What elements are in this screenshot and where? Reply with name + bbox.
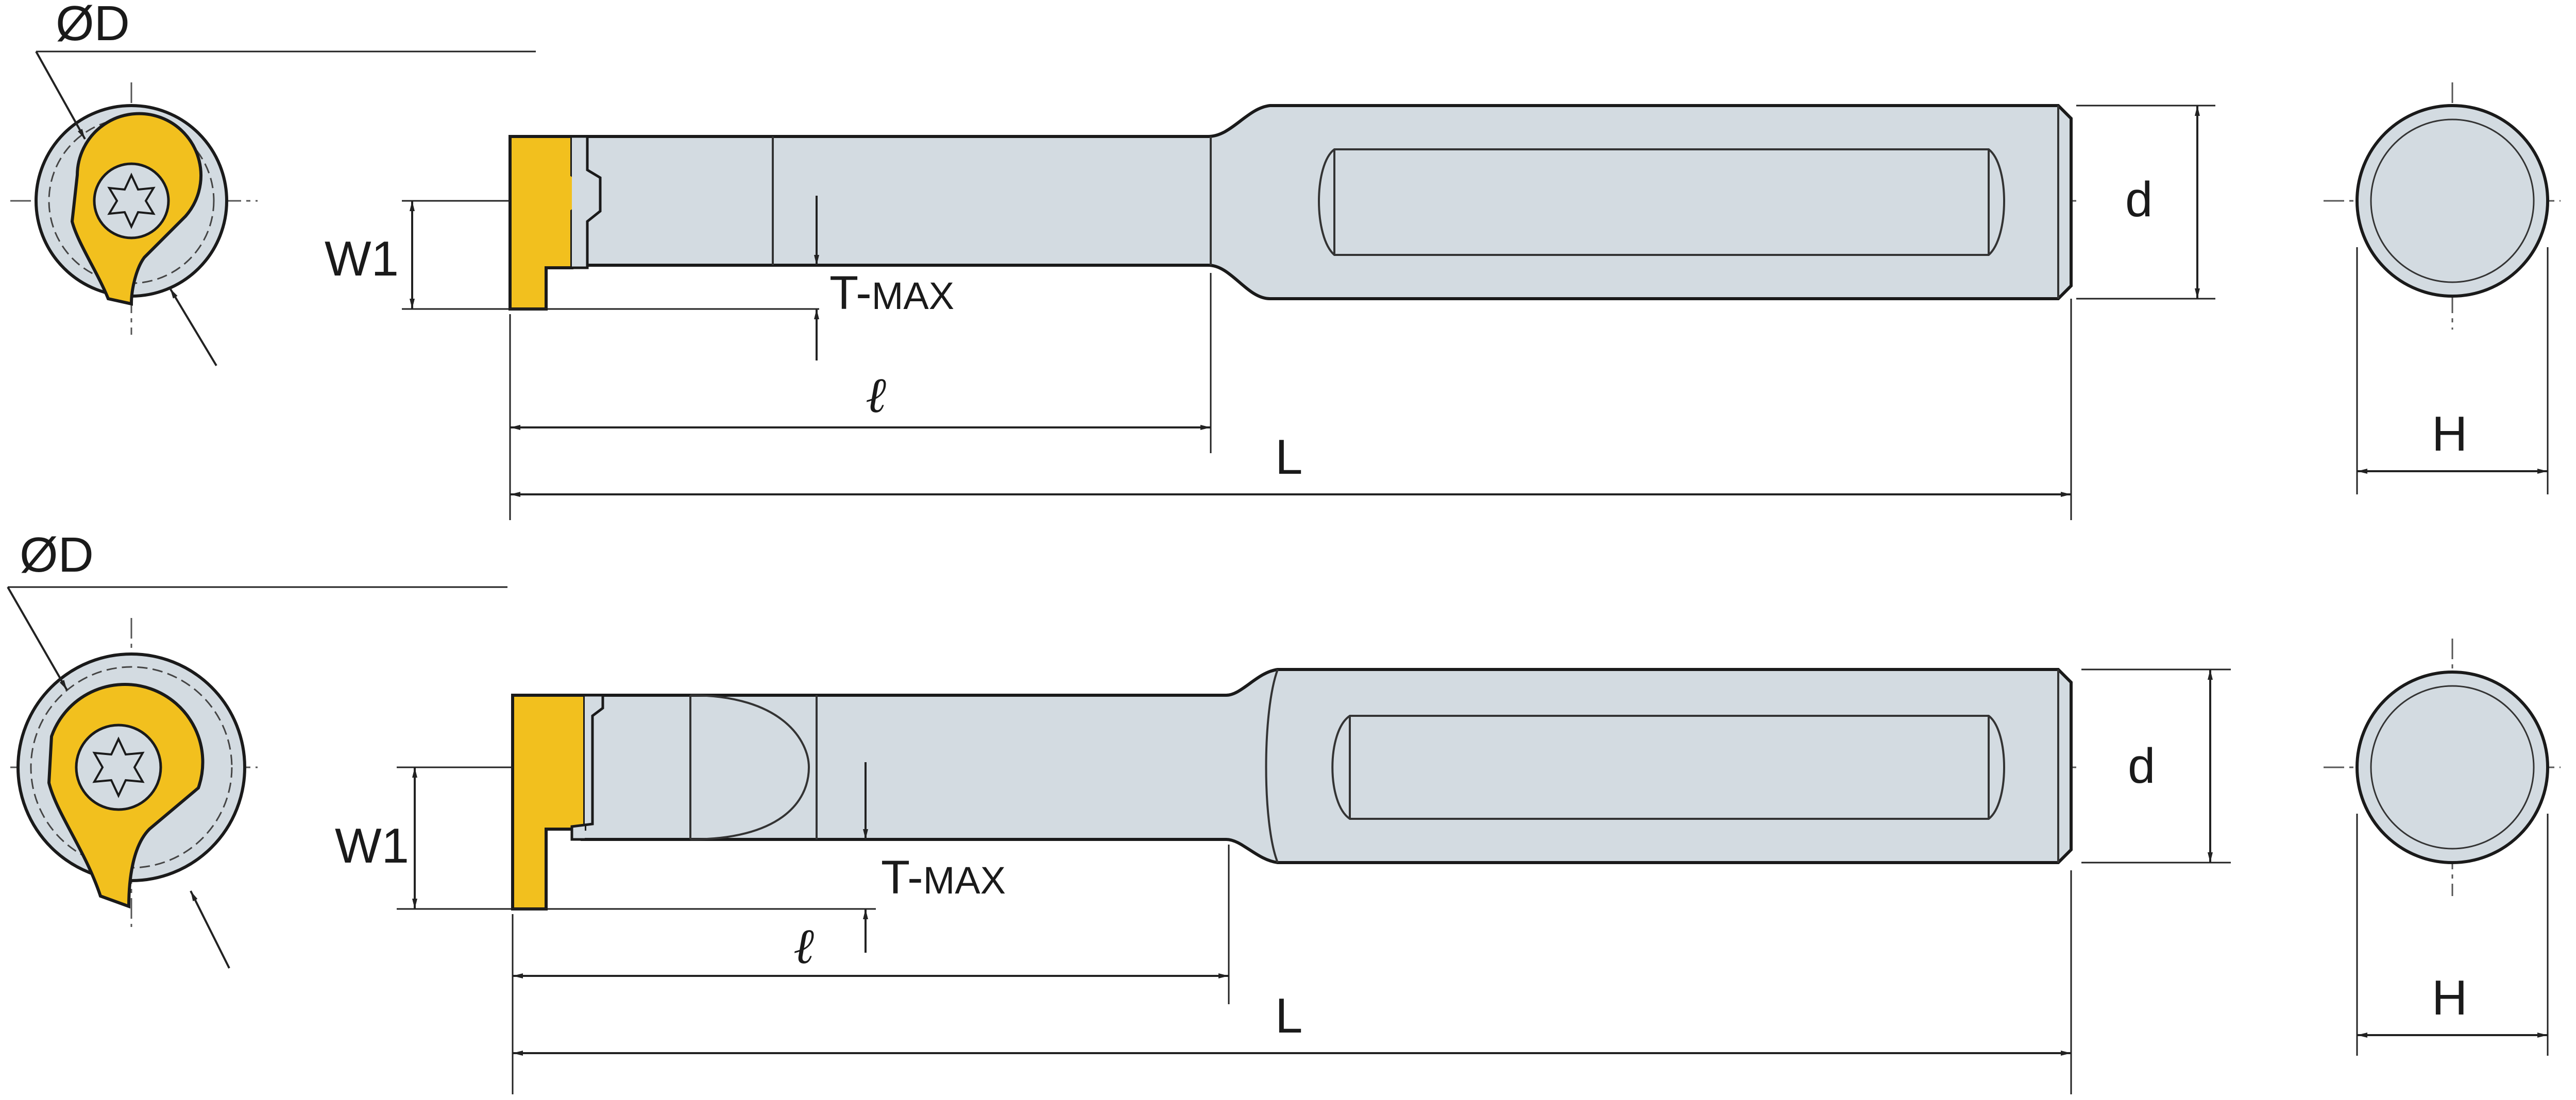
top-length-label: L bbox=[1275, 429, 1302, 485]
top-reach-label: ℓ bbox=[866, 368, 886, 423]
top-view: ØD W1 T-MAX bbox=[10, 0, 2561, 520]
bottom-insert bbox=[511, 694, 586, 910]
top-w1-label: W1 bbox=[325, 231, 399, 286]
bottom-reach-label: ℓ bbox=[793, 919, 814, 974]
bottom-end-view-right: H bbox=[2324, 639, 2561, 1056]
torx-icon bbox=[107, 173, 156, 229]
bottom-height-label: H bbox=[2432, 970, 2467, 1025]
bottom-w1-label: W1 bbox=[335, 818, 409, 873]
top-tmax-label: T-MAX bbox=[829, 267, 954, 319]
top-height-label: H bbox=[2432, 406, 2467, 461]
top-diameter-label: ØD bbox=[56, 0, 130, 51]
top-end-view-left: ØD bbox=[10, 0, 536, 367]
torx-icon bbox=[92, 736, 145, 798]
bottom-shank-label: d bbox=[2128, 738, 2155, 794]
bottom-side-view: W1 T-MAX ℓ L d bbox=[335, 668, 2231, 1094]
top-end-view-right: H bbox=[2324, 82, 2561, 494]
top-side-view: W1 T-MAX ℓ L d bbox=[325, 104, 2215, 520]
bottom-view: ØD W1 T-MAX bbox=[7, 527, 2561, 1094]
bottom-end-view-left: ØD bbox=[7, 527, 507, 969]
top-shank-label: d bbox=[2125, 172, 2153, 227]
bottom-tmax-label: T-MAX bbox=[881, 851, 1006, 904]
bottom-length-label: L bbox=[1275, 988, 1302, 1043]
bottom-diameter-label: ØD bbox=[20, 527, 94, 582]
